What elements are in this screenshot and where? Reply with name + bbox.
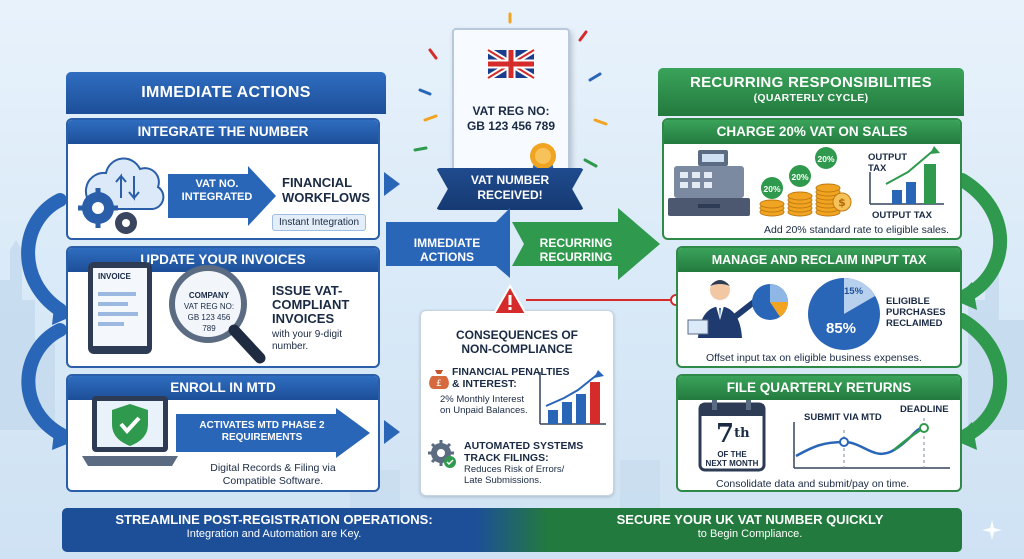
penalty-bar-chart-icon (539, 370, 606, 425)
coin-label-1: 20% (763, 184, 781, 194)
footer-right-text: SECURE YOUR UK VAT NUMBER QUICKLY to Beg… (616, 512, 884, 540)
output-tax-label: OUTPUT TAX (872, 210, 932, 221)
immediate-actions-header: IMMEDIATE ACTIONS (66, 72, 386, 114)
businessman-icon (687, 280, 757, 338)
confetti-decoration (413, 12, 608, 168)
svg-text:£: £ (436, 379, 442, 389)
uk-flag-icon (486, 47, 536, 81)
cash-register-icon (668, 150, 750, 216)
footer-left-text: STREAMLINE POST-REGISTRATION OPERATIONS:… (115, 512, 433, 540)
vat-integrated-label: VAT NO.INTEGRATED (181, 178, 253, 203)
reclaim-description: Offset input tax on eligible business ex… (706, 352, 922, 364)
right-flow-arrows (954, 173, 1008, 450)
coin-stacks-icon: $ (759, 147, 852, 217)
recurring-responsibilities-header: RECURRING RESPONSIBILITIES (QUARTERLY CY… (658, 68, 964, 116)
submit-via-mtd-label: SUBMIT VIA MTD (804, 412, 882, 423)
footer-banner (62, 508, 962, 552)
charge-vat-title: CHARGE 20% VAT ON SALES (664, 120, 960, 144)
cloud-gears-icon (78, 157, 165, 234)
pie-label-small: 15% (844, 286, 864, 297)
magnifier-icon (169, 265, 266, 364)
deadline-line-chart (793, 418, 950, 469)
calendar-icon (698, 400, 766, 472)
deadline-label: DEADLINE (900, 404, 949, 415)
pie-label-big: 85% (826, 320, 857, 337)
money-bag-icon: £ (429, 370, 449, 389)
calendar-day: 7th (716, 419, 750, 449)
charge-description: Add 20% standard rate to eligible sales. (764, 224, 950, 236)
returns-description: Consolidate data and submit/pay on time. (716, 478, 910, 490)
small-pie-icon (752, 284, 788, 320)
automation-note: Reduces Risk of Errors/Late Submissions. (464, 464, 565, 486)
lens-company-text: COMPANY VAT REG NO: GB 123 456 789 (183, 291, 235, 333)
left-to-center-arrows (384, 172, 400, 444)
center-split-arrow (386, 208, 660, 280)
vat-number-received-banner: VAT NUMBER RECEIVED! (436, 168, 584, 210)
seal-icon (530, 143, 556, 182)
file-returns-title: FILE QUARTERLY RETURNS (678, 376, 960, 400)
output-tax-bar-chart-icon (869, 146, 944, 205)
left-flow-arrows (21, 193, 77, 450)
vat-integrated-arrow (168, 166, 276, 226)
instant-integration-tag: Instant Integration (272, 214, 367, 231)
automation-gear-icon (428, 440, 456, 468)
reclaim-input-tax-title: MANAGE AND RECLAIM INPUT TAX (678, 248, 960, 272)
warning-connector-line (526, 294, 682, 306)
coin-label-2: 20% (791, 172, 809, 182)
reclaim-pie-chart (808, 278, 880, 350)
certificate-reg-number: VAT REG NO:GB 123 456 789 (466, 104, 556, 133)
coin-label-3: 20% (817, 154, 835, 164)
laptop-shield-icon (82, 396, 178, 466)
integrate-number-title: INTEGRATE THE NUMBER (68, 120, 378, 144)
tablet-invoice-icon (88, 262, 152, 354)
sparkle-icon (982, 520, 1002, 540)
invoice-label: INVOICE (98, 272, 131, 281)
warning-icon (492, 283, 528, 315)
mtd-phase-arrow (176, 408, 370, 458)
svg-text:$: $ (838, 196, 846, 209)
